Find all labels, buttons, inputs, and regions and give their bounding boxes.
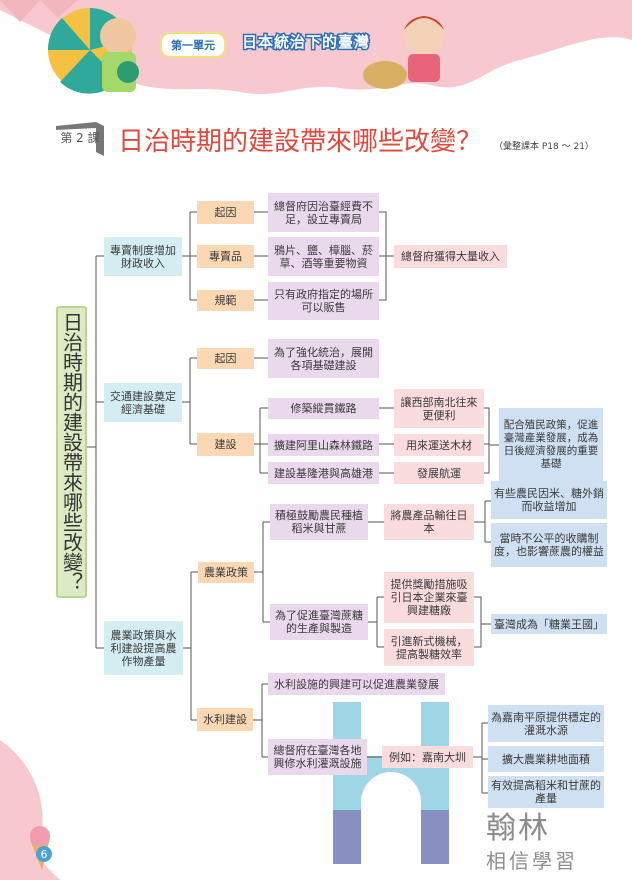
example-result: 為嘉南平原提供穩定的灌溉水源 [488,705,604,742]
transport-effect: 發展航運 [394,462,484,484]
transport-action: 建設基隆港與高雄港 [268,462,379,484]
lesson-tag: 第 2 課 [56,122,104,156]
agriculture-sugar: 為了促進臺灣蔗糖的生產與製造 [270,604,368,640]
agriculture-policy-label: 農業政策 [198,562,254,583]
agriculture-export: 將農產品輸往日本 [384,504,474,540]
monopoly-rule-text: 只有政府指定的場所可以販售 [268,282,379,320]
monopoly-cause-label: 起因 [197,201,254,224]
transport-cause-text: 為了強化統治，展開各項基礎建設 [268,339,379,378]
agriculture-water-label: 水利建設 [197,708,253,731]
sugar-result: 臺灣成為「糖業王國」 [491,614,607,634]
monopoly-goods-text: 鴉片、鹽、樟腦、菸草、酒等重要物資 [268,237,379,276]
unit-label: 第一單元 [160,32,226,58]
page-title: 日治時期的建設帶來哪些改變？ [118,127,483,157]
example-result: 擴大農業耕地面積 [488,746,604,772]
transport-action: 修築縱貫鐵路 [268,398,379,419]
transport-effect: 讓西部南北往來更便利 [394,389,484,428]
header-banner [0,0,632,95]
transport-action: 擴建阿里山森林鐵路 [268,434,379,456]
page-number: 6 [36,846,52,862]
water-example: 例如：嘉南大圳 [382,746,473,768]
sugar-measure: 引進新式機械，提高製糖效率 [384,629,474,666]
sugar-measure: 提供獎勵措施吸引日本企業來臺興建糖廠 [384,572,474,623]
branch-monopoly: 專賣制度增加財政收入 [104,237,182,276]
water-benefit: 水利設施的興建可以促進農業發展 [268,673,445,695]
water-build: 總督府在臺灣各地興修水利灌溉設施 [268,739,367,775]
export-result: 有些農民因米、糖外銷而收益增加 [491,481,607,519]
monopoly-cause-text: 總督府因治臺經費不足，設立專賣局 [268,193,379,232]
watermark-brand: 翰林 [486,811,550,846]
agriculture-encourage: 積極鼓勵農民種植稻米與甘蔗 [270,504,368,540]
monopoly-goods-label: 專賣品 [197,245,254,268]
transport-build-label: 建設 [197,433,254,456]
transport-result: 配合殖民政策，促進臺灣產業發展，成為日後經濟發展的重要基礎 [499,408,603,482]
watermark-slogan: 相信學習 [486,849,578,873]
branch-agriculture: 農業政策與水利建設提高農作物產量 [104,621,183,675]
lesson-tag-text: 第 2 課 [60,130,100,145]
transport-cause-label: 起因 [197,348,254,369]
textbook-reference: （彙整課本 P18 ～ 21） [494,142,594,152]
monopoly-rule-label: 規範 [197,290,254,311]
root-topic: 日治時期的建設帶來哪些改變？ [56,306,87,598]
transport-effect: 用來運送木材 [394,434,484,456]
branch-transport: 交通建設奠定經濟基礎 [104,383,182,422]
unit-title: 日本統治下的臺灣 [240,32,371,53]
export-result: 當時不公平的收購制度，也影響蔗農的權益 [491,523,607,567]
monopoly-result: 總督府獲得大量收入 [394,245,507,268]
example-result: 有效提高稻米和甘蔗的產量 [488,776,604,808]
lesson-tag-shape [56,122,104,156]
